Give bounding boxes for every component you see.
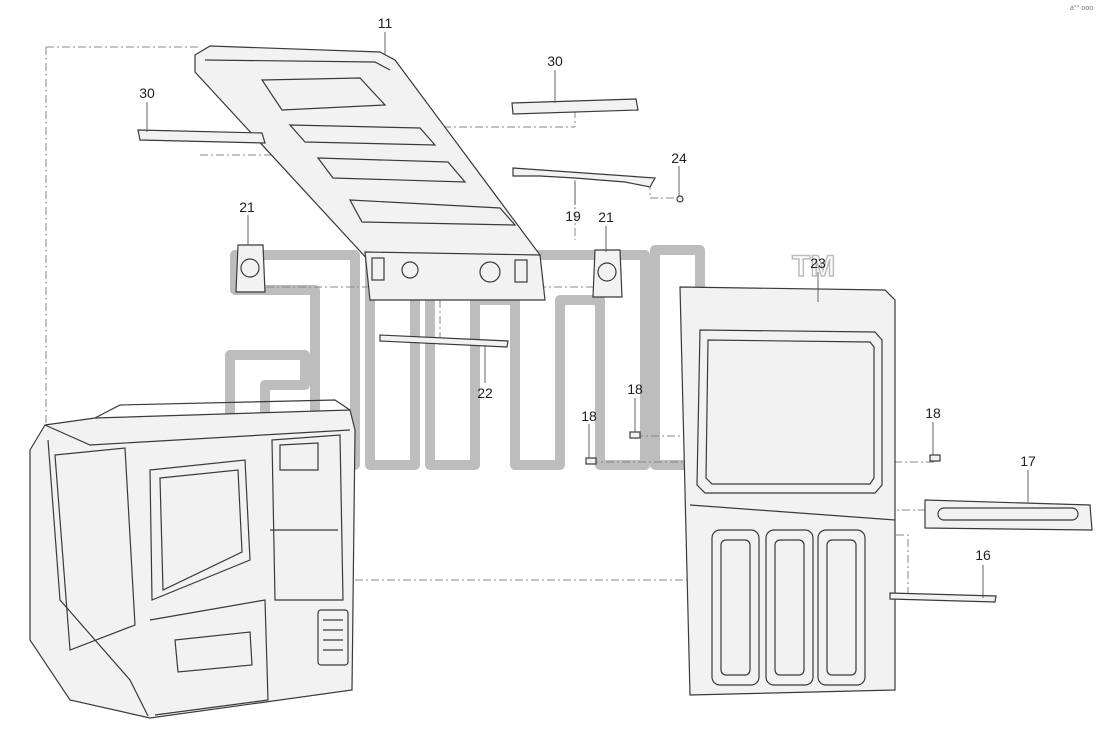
part-17-handle-plate <box>924 499 1093 531</box>
callout-17: 17 <box>1020 453 1036 469</box>
part-30-left-strip <box>137 129 266 144</box>
callout-18-right: 18 <box>925 405 941 421</box>
callout-18-left: 18 <box>581 408 597 424</box>
callout-30-left: 30 <box>139 85 155 101</box>
watermark-tm: TM <box>792 250 835 283</box>
callout-labels: 11 30 30 24 19 21 21 23 22 18 18 18 17 1… <box>139 15 1036 563</box>
part-16-strip <box>889 592 997 603</box>
part-23-door-panel <box>679 286 896 696</box>
cab-frame <box>29 399 356 719</box>
callout-30-right: 30 <box>547 53 563 69</box>
callout-16: 16 <box>975 547 991 563</box>
callout-22: 22 <box>477 385 493 401</box>
part-24-bolt <box>676 195 684 203</box>
callout-21-right: 21 <box>598 209 614 225</box>
part-18-clips <box>585 431 941 465</box>
callout-21-left: 21 <box>239 199 255 215</box>
part-21-right-bracket <box>592 249 623 298</box>
part-11-roof-panel <box>194 45 546 301</box>
callout-24: 24 <box>671 150 687 166</box>
leader-lines <box>146 32 1029 598</box>
callout-19: 19 <box>565 208 581 224</box>
corner-mark: a°° ooo <box>1070 4 1093 12</box>
part-21-left-bracket <box>235 244 266 293</box>
part-22-bar <box>379 334 509 348</box>
part-19-plate <box>512 167 656 188</box>
callout-11: 11 <box>378 15 393 31</box>
callout-18-center: 18 <box>627 381 643 397</box>
callout-23: 23 <box>810 255 826 271</box>
part-30-right-strip <box>511 98 639 115</box>
